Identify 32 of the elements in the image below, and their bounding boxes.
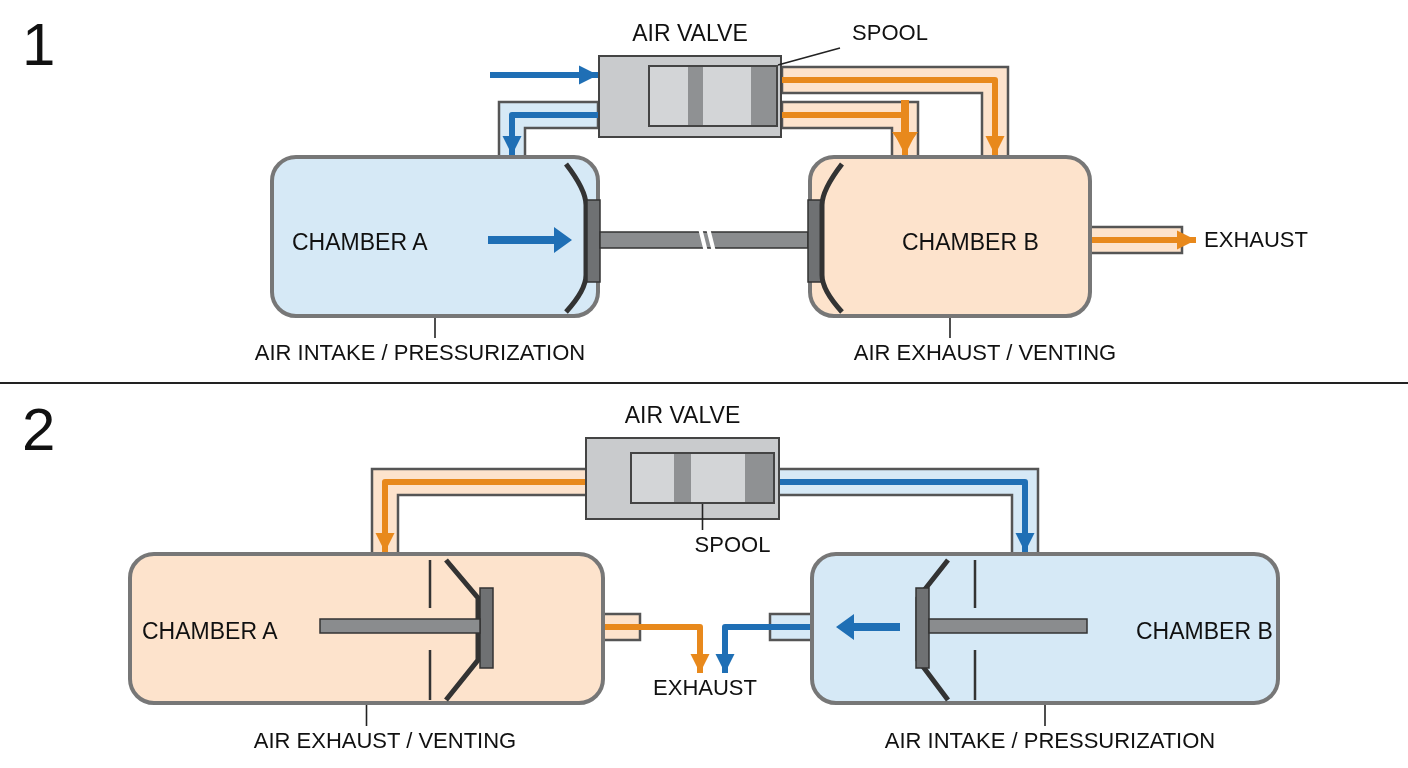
state-caption: AIR EXHAUST / VENTING bbox=[830, 338, 1140, 368]
panel-number: 1 bbox=[22, 12, 56, 78]
valve-title: AIR VALVE bbox=[631, 19, 749, 48]
chamber-label: CHAMBER B bbox=[902, 228, 1039, 257]
outlet-label: EXHAUST bbox=[645, 673, 765, 703]
valve-title: AIR VALVE bbox=[623, 401, 742, 430]
state-caption: AIR INTAKE / PRESSURIZATION bbox=[860, 726, 1240, 756]
part-label: SPOOL bbox=[840, 18, 940, 48]
leader-line bbox=[949, 317, 951, 339]
leader-line bbox=[365, 704, 368, 727]
flow-arrow bbox=[1092, 230, 1196, 250]
leader-line bbox=[701, 503, 704, 531]
state-caption: AIR EXHAUST / VENTING bbox=[230, 726, 540, 756]
state-caption: AIR INTAKE / PRESSURIZATION bbox=[230, 338, 610, 368]
panel-number: 2 bbox=[22, 397, 56, 463]
chamber-label: CHAMBER B bbox=[1136, 617, 1273, 646]
flow-arrow bbox=[490, 65, 598, 85]
outlet-label: EXHAUST bbox=[1196, 225, 1316, 255]
part-label: SPOOL bbox=[685, 530, 780, 560]
flow-arrow bbox=[605, 624, 710, 673]
flow-arrow bbox=[715, 624, 810, 673]
flow-arrow bbox=[502, 112, 598, 155]
spool bbox=[630, 452, 775, 504]
flow-arrow bbox=[375, 479, 585, 552]
spool bbox=[648, 65, 778, 127]
chamber-label: CHAMBER A bbox=[292, 228, 428, 257]
leader-line bbox=[434, 317, 436, 339]
leader-line bbox=[777, 47, 841, 66]
chamber-label: CHAMBER A bbox=[142, 617, 278, 646]
flow-arrow bbox=[782, 77, 1005, 155]
leader-line bbox=[1044, 704, 1046, 727]
flow-arrow bbox=[780, 479, 1035, 552]
